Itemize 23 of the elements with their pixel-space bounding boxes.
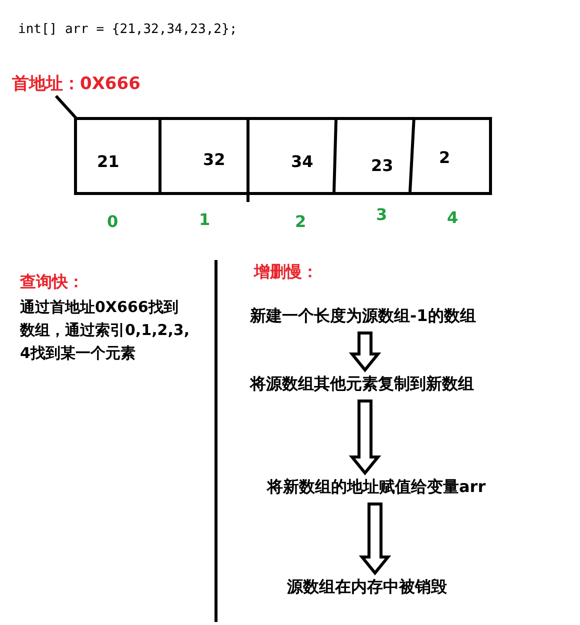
index-number: 0 bbox=[107, 212, 118, 231]
step-text: 将源数组其他元素复制到新数组 bbox=[250, 374, 474, 395]
section-heading: 增删慢： bbox=[254, 262, 318, 283]
index-number: 3 bbox=[376, 205, 388, 224]
hollow-arrow bbox=[348, 400, 382, 476]
address-label: 首地址：0X666 bbox=[12, 72, 140, 95]
leader-line bbox=[54, 95, 78, 119]
array-cell-value: 2 bbox=[439, 148, 450, 167]
array-cell-value: 34 bbox=[291, 152, 314, 171]
description-text: 通过首地址0X666找到数组，通过索引0,1,2,3,4找到某一个元素 bbox=[20, 297, 191, 364]
array-cell-value: 32 bbox=[203, 150, 226, 169]
step-text: 源数组在内存中被销毁 bbox=[287, 577, 447, 598]
index-number: 4 bbox=[447, 208, 458, 227]
hollow-arrow bbox=[348, 332, 382, 372]
section-heading: 查询快： bbox=[20, 272, 84, 293]
step-text: 新建一个长度为源数组-1的数组 bbox=[250, 306, 476, 327]
index-number: 2 bbox=[295, 212, 306, 231]
hollow-arrow bbox=[358, 502, 392, 576]
code-line: int[] arr = {21,32,34,23,2}; bbox=[18, 22, 238, 37]
step-text: 将新数组的地址赋值给变量arr bbox=[267, 477, 486, 498]
array-cell-value: 23 bbox=[371, 156, 394, 175]
array-cell-value: 21 bbox=[97, 152, 120, 171]
index-number: 1 bbox=[199, 210, 210, 229]
